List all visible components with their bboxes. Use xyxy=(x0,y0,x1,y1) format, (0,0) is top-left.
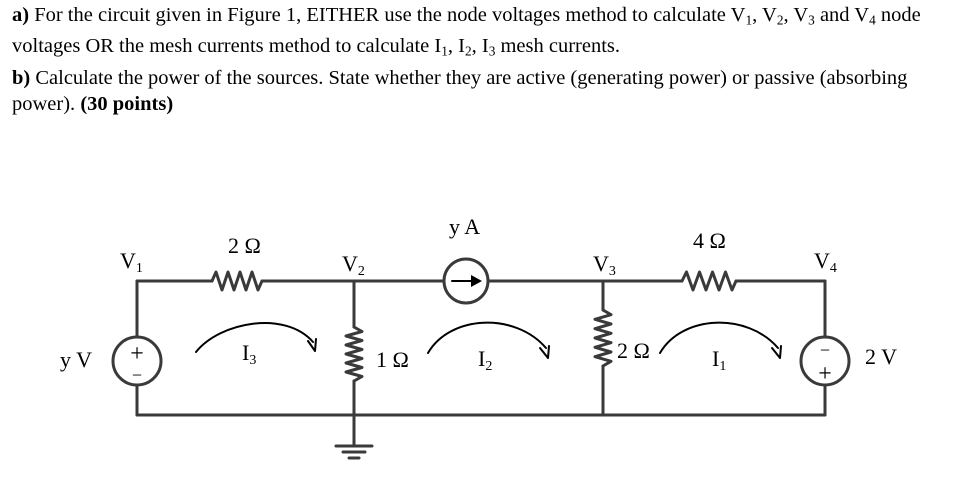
points-label: (30 points) xyxy=(80,92,174,115)
plus-sign-left: + xyxy=(130,341,144,367)
mesh-arrow-i3 xyxy=(195,322,317,353)
resistor-2ohm-vertical-label: 2 Ω xyxy=(617,338,650,363)
part-b: b) Calculate the power of the sources. S… xyxy=(12,66,908,115)
resistor-1ohm xyxy=(344,325,364,383)
voltage-source-right: − + xyxy=(799,335,851,387)
mesh-i1-label: I1 xyxy=(712,346,726,374)
node-v4-label: V4 xyxy=(814,248,837,276)
voltage-source-left: + − xyxy=(111,335,163,387)
resistor-2ohm-top-label: 2 Ω xyxy=(228,233,261,258)
resistor-1ohm-label: 1 Ω xyxy=(376,347,409,372)
ground-symbol xyxy=(334,444,374,460)
voltage-source-right-label: 2 V xyxy=(865,344,897,369)
resistor-2ohm-top xyxy=(210,270,264,292)
part-b-label: b) xyxy=(12,66,31,89)
node-v2-label: V2 xyxy=(342,251,365,279)
node-v3-label: V3 xyxy=(593,251,616,279)
resistor-4ohm-top xyxy=(680,270,738,292)
resistor-2ohm-vertical xyxy=(593,308,613,368)
mesh-i2-label: I2 xyxy=(478,346,492,374)
current-source xyxy=(442,257,490,305)
minus-sign-right: − xyxy=(820,340,830,360)
mesh-i3-label: I3 xyxy=(242,340,256,368)
current-source-label: y A xyxy=(449,214,480,239)
mesh-arrow-i1 xyxy=(659,321,782,359)
plus-sign-right: + xyxy=(818,361,832,387)
part-a-label: a) xyxy=(12,4,30,26)
part-a: a) For the circuit given in Figure 1, EI… xyxy=(12,4,921,59)
question-text: a) For the circuit given in Figure 1, EI… xyxy=(12,2,967,117)
resistor-4ohm-top-label: 4 Ω xyxy=(693,228,726,253)
minus-sign-left: − xyxy=(132,365,142,385)
node-v1-label: V1 xyxy=(120,248,143,276)
voltage-source-left-label: y V xyxy=(60,347,92,372)
mesh-arrow-i2 xyxy=(427,321,550,359)
